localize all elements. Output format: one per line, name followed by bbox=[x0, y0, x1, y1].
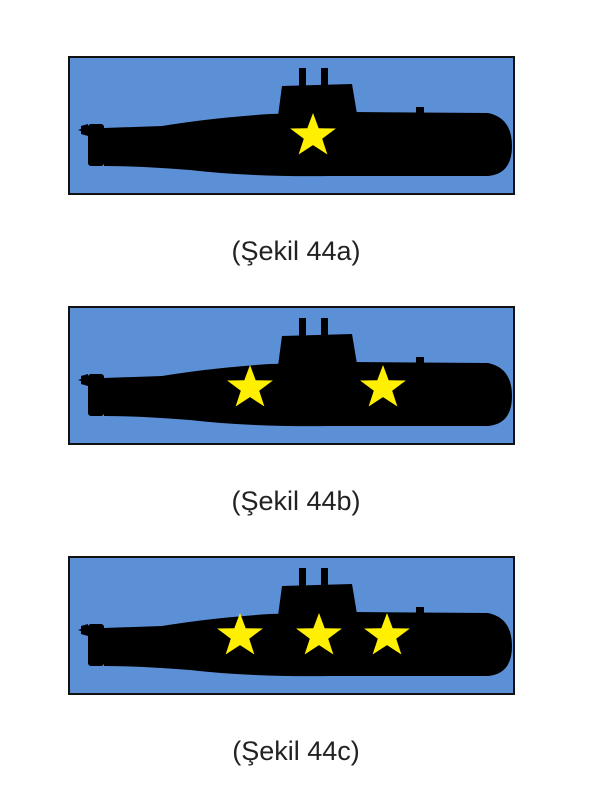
figure-44c: (Şekil 44c) bbox=[0, 500, 592, 766]
submarine-panel bbox=[68, 306, 515, 445]
submarine-illustration bbox=[78, 318, 512, 427]
star-icon bbox=[217, 613, 263, 655]
figure-caption: (Şekil 44b) bbox=[231, 486, 361, 516]
star-icon bbox=[290, 113, 336, 155]
figure-44a: (Şekil 44a) bbox=[0, 0, 592, 266]
figure-caption: (Şekil 44a) bbox=[231, 236, 361, 266]
star-icon bbox=[227, 365, 273, 407]
star-icon bbox=[360, 365, 406, 407]
figure-44b: (Şekil 44b) bbox=[0, 250, 592, 516]
stars-group bbox=[227, 365, 406, 407]
submarine-panel bbox=[68, 556, 515, 695]
submarine-silhouette bbox=[78, 68, 512, 177]
submarine-silhouette bbox=[78, 318, 512, 427]
stars-group bbox=[290, 113, 336, 155]
star-icon bbox=[364, 613, 410, 655]
figure-caption: (Şekil 44c) bbox=[232, 736, 360, 766]
submarine-illustration bbox=[78, 568, 512, 677]
star-icon bbox=[296, 613, 342, 655]
submarine-panel bbox=[68, 56, 515, 195]
submarine-silhouette bbox=[78, 568, 512, 677]
submarine-illustration bbox=[78, 68, 512, 177]
stars-group bbox=[217, 613, 410, 655]
